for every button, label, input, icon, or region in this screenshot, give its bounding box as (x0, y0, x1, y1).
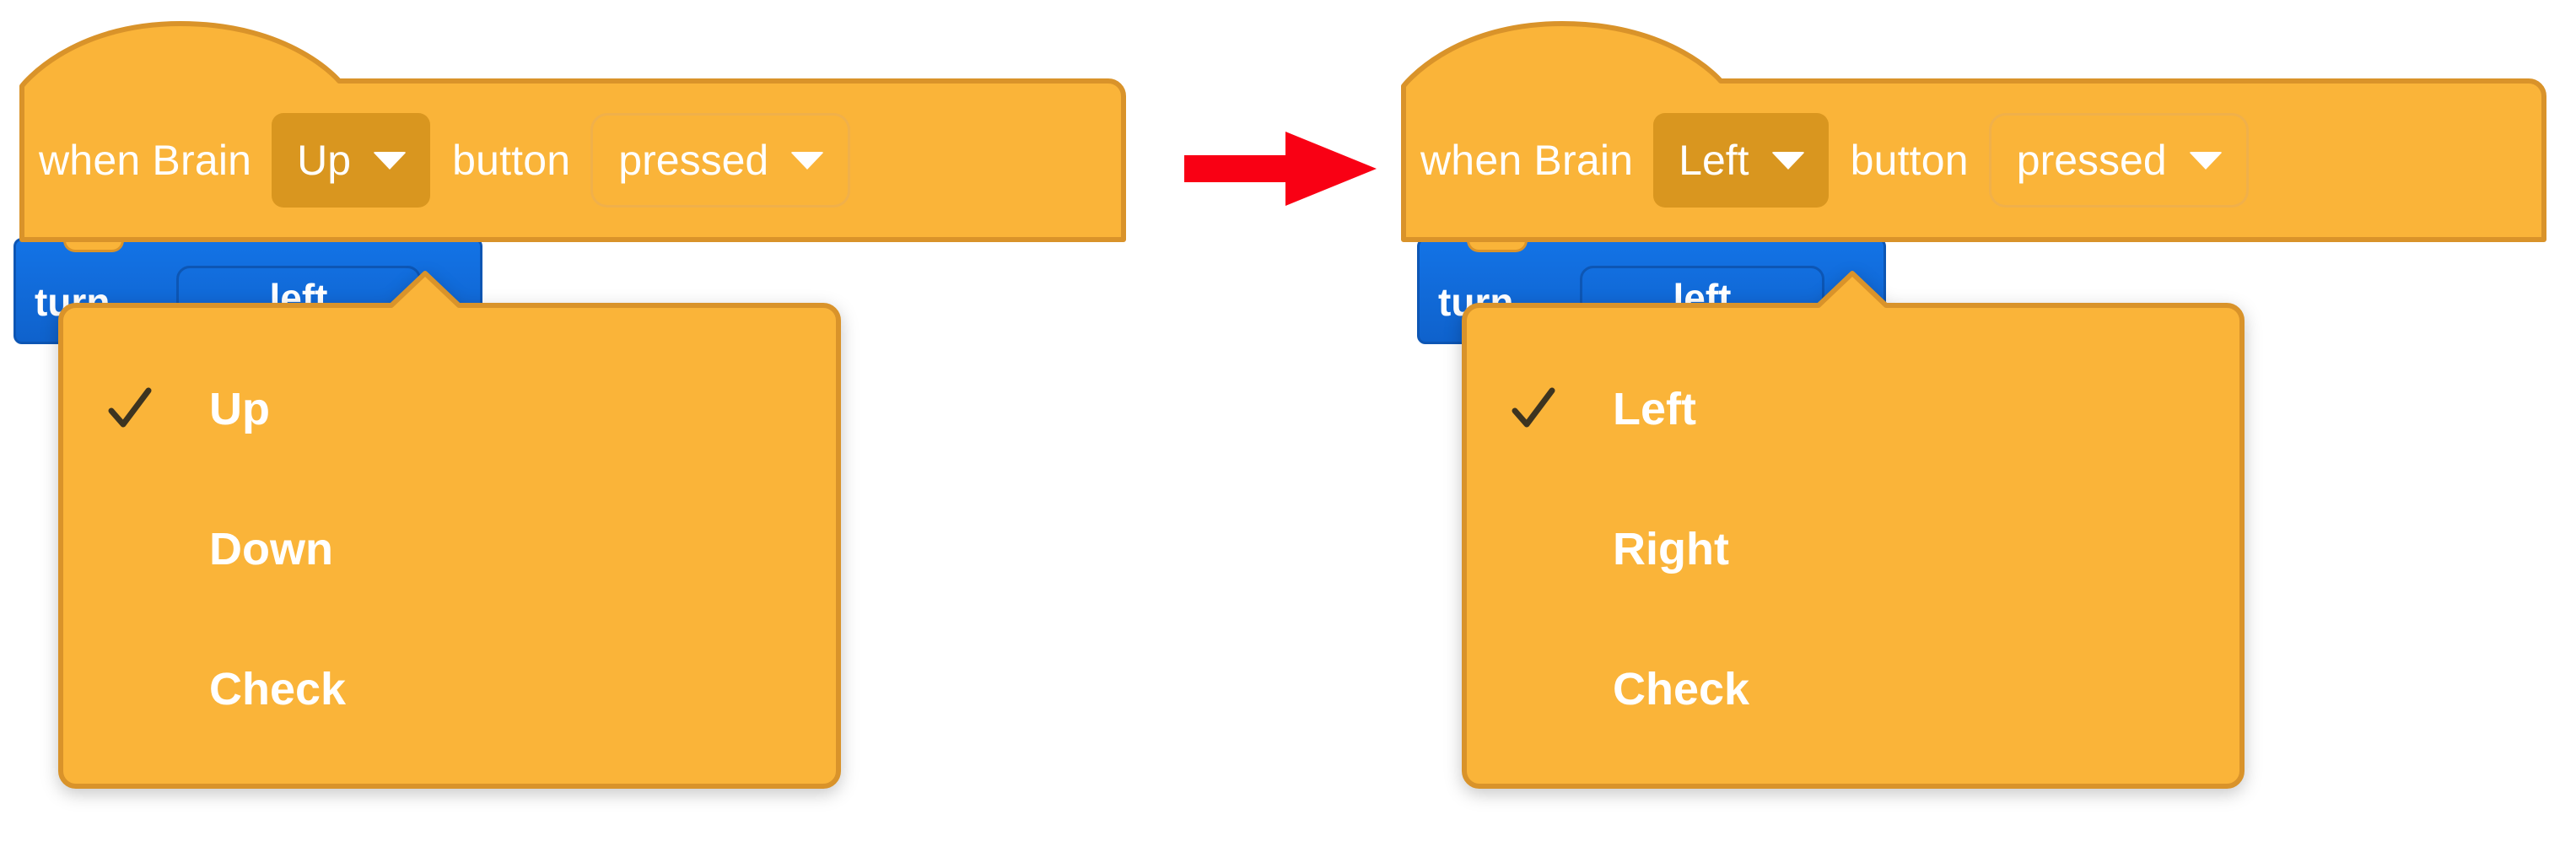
menu-item-label: Down (209, 524, 333, 574)
menu-shape (58, 271, 841, 789)
menu-item[interactable]: Left (1461, 339, 2245, 479)
menu-item[interactable]: Check (57, 619, 842, 759)
when-brain-button-hat-block[interactable]: when Brain Up button pressed (19, 17, 1126, 242)
panel-after: turn left when Brain Left button pressed (1380, 0, 2576, 852)
hat-block-content: when Brain Up button pressed (19, 81, 851, 240)
menu-item-label: Check (209, 664, 347, 714)
menu-item[interactable]: Right (1461, 479, 2245, 619)
hat-label-when-brain: when Brain (39, 137, 252, 184)
checkmark-icon (108, 387, 152, 428)
menu-item-label: Check (1613, 664, 1750, 714)
button-select-menu[interactable]: Left Right Check (1461, 268, 2245, 790)
event-select-value: pressed (618, 137, 769, 184)
button-select-dropdown[interactable]: Left (1653, 113, 1829, 208)
event-select-value: pressed (2016, 137, 2167, 184)
hat-block-content: when Brain Left button pressed (1400, 81, 2249, 240)
menu-item[interactable]: Down (57, 479, 842, 619)
hat-label-button: button (452, 137, 571, 184)
when-brain-button-hat-block[interactable]: when Brain Left button pressed (1400, 17, 2546, 242)
button-select-value: Left (1679, 137, 1749, 184)
hat-label-button: button (1850, 137, 1969, 184)
menu-item-label: Right (1613, 524, 1729, 574)
menu-item-list: Left Right Check (1461, 305, 2245, 790)
menu-item[interactable]: Up (57, 339, 842, 479)
event-select-dropdown[interactable]: pressed (1988, 113, 2249, 208)
button-select-value: Up (297, 137, 352, 184)
button-select-menu[interactable]: Up Down Check (57, 268, 842, 790)
chevron-down-icon (1770, 151, 1805, 170)
button-select-dropdown[interactable]: Up (272, 113, 431, 208)
chevron-down-icon (373, 151, 407, 170)
panel-before: turn left when Brain Up button pressed (0, 0, 1130, 852)
checkmark-icon (1512, 387, 1555, 428)
menu-item-label: Up (209, 384, 270, 434)
chevron-down-icon (790, 151, 825, 170)
chevron-down-icon (2188, 151, 2223, 170)
arrow-right-icon (1184, 132, 1377, 206)
hat-label-when-brain: when Brain (1420, 137, 1634, 184)
menu-item-label: Left (1613, 384, 1696, 434)
menu-item-list: Up Down Check (57, 305, 842, 790)
menu-item[interactable]: Check (1461, 619, 2245, 759)
menu-shape (1462, 271, 2245, 789)
event-select-dropdown[interactable]: pressed (590, 113, 851, 208)
